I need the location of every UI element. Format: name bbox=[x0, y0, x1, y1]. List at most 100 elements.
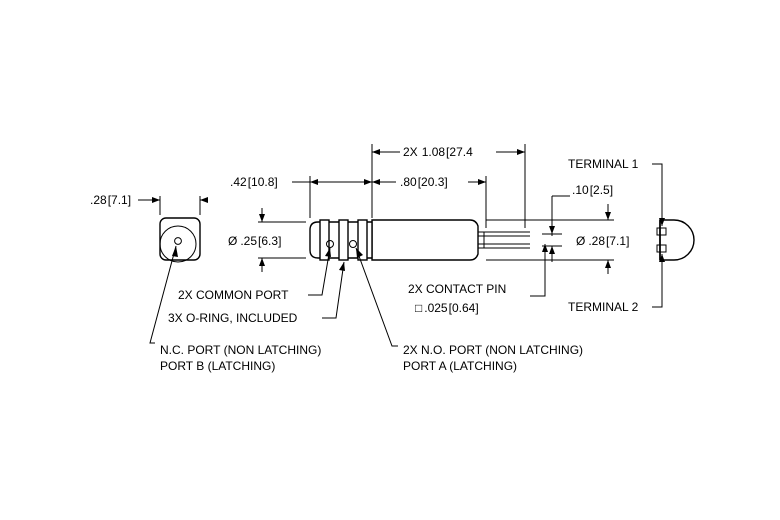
terminal-2-leader bbox=[652, 254, 663, 308]
end-view-circle bbox=[159, 225, 197, 263]
common-port-leader bbox=[308, 247, 331, 296]
pin-spacing-inch: .10 bbox=[572, 183, 589, 197]
arrowhead bbox=[259, 214, 265, 222]
arrowhead bbox=[356, 248, 363, 258]
bracket-open: [ bbox=[418, 175, 422, 189]
no-port-hole bbox=[349, 240, 357, 248]
overall-length-prefix: 2X bbox=[403, 145, 418, 159]
end-view-left: .28[7.1] N.C. PORT (NON LATCHING) PORT B… bbox=[90, 193, 321, 373]
dim-pin-spacing: .10[2.5] bbox=[542, 183, 613, 262]
o-ring-label: 3X O-RING, INCLUDED bbox=[168, 311, 298, 325]
bracket-open: [ bbox=[248, 175, 252, 189]
arrowhead bbox=[339, 262, 345, 271]
arrowhead bbox=[200, 197, 208, 203]
common-port-hole bbox=[326, 240, 334, 248]
side-view bbox=[309, 219, 530, 261]
arrowhead bbox=[517, 149, 525, 155]
nc-port-label-line2: PORT B (LATCHING) bbox=[160, 359, 275, 373]
arrowhead bbox=[172, 246, 178, 257]
contact-pin-label: 2X CONTACT PIN bbox=[408, 282, 506, 296]
valve-body bbox=[371, 219, 479, 261]
bracket-close: ] bbox=[444, 175, 447, 189]
arrowhead bbox=[549, 226, 555, 234]
dim-head-diameter: Ø.28[7.1] bbox=[486, 204, 629, 274]
o-ring-3 bbox=[357, 219, 368, 261]
terminal-head-outline bbox=[659, 219, 695, 261]
body-diameter-inch: .25 bbox=[240, 234, 257, 248]
pin-square-inch: .025 bbox=[424, 301, 448, 315]
o-ring-1 bbox=[319, 219, 330, 261]
contact-pin-callout: 2X CONTACT PIN □.025[0.64] bbox=[408, 244, 548, 315]
diameter-symbol: Ø bbox=[228, 234, 237, 248]
port-length-dimension: .42[10.8] bbox=[230, 175, 278, 189]
head-diameter-dimension: Ø.28[7.1] bbox=[576, 234, 629, 248]
arrowhead bbox=[310, 179, 318, 185]
arrowhead bbox=[659, 218, 665, 226]
arrowhead bbox=[542, 244, 548, 252]
body-diameter-mm: 6.3 bbox=[261, 234, 278, 248]
bracket-close: ] bbox=[128, 193, 131, 207]
pin-square-dimension: □.025[0.64] bbox=[415, 301, 479, 315]
terminal-1-label: TERMINAL 1 bbox=[568, 157, 639, 171]
arrowhead bbox=[478, 179, 486, 185]
body-diameter-dimension: Ø.25[6.3] bbox=[228, 234, 281, 248]
bracket-open: [ bbox=[446, 145, 450, 159]
nc-port-label-line1: N.C. PORT (NON LATCHING) bbox=[160, 343, 321, 357]
contact-pin-leader bbox=[530, 244, 546, 297]
body-length-dimension: .80[20.3] bbox=[400, 175, 448, 189]
arrowhead bbox=[605, 260, 611, 268]
head-diameter-inch: .28 bbox=[588, 234, 605, 248]
end-view-width-inch: .28 bbox=[90, 193, 107, 207]
bracket-close: ] bbox=[475, 301, 478, 315]
arrowhead bbox=[372, 149, 380, 155]
pin-square-mm: 0.64 bbox=[452, 301, 476, 315]
arrowhead bbox=[325, 248, 331, 257]
end-view-width-dimension: .28[7.1] bbox=[90, 193, 131, 207]
terminal-1-pin bbox=[656, 227, 667, 236]
arrowhead bbox=[364, 179, 372, 185]
bracket-close: ] bbox=[626, 234, 629, 248]
pin-spacing-dimension: .10[2.5] bbox=[572, 183, 613, 197]
o-ring-2 bbox=[338, 219, 349, 261]
arrowhead bbox=[605, 212, 611, 220]
pin-spacing-mm: 2.5 bbox=[593, 183, 610, 197]
terminal-2-pin bbox=[656, 244, 667, 253]
common-port-label: 2X COMMON PORT bbox=[178, 288, 289, 302]
bracket-open: [ bbox=[449, 301, 453, 315]
body-length-inch: .80 bbox=[400, 175, 417, 189]
no-port-leader bbox=[355, 247, 398, 347]
terminal-1-leader bbox=[652, 163, 663, 226]
arrowhead bbox=[152, 197, 160, 203]
no-port-label-line1: 2X N.O. PORT (NON LATCHING) bbox=[403, 343, 583, 357]
dim-body-diameter: Ø.25[6.3] bbox=[228, 208, 306, 272]
end-view-width-mm: 7.1 bbox=[111, 193, 128, 207]
square-symbol: □ bbox=[415, 301, 422, 315]
port-length-inch: .42 bbox=[230, 175, 247, 189]
arrowhead bbox=[259, 258, 265, 266]
arrowhead bbox=[372, 179, 380, 185]
bracket-close: ] bbox=[610, 183, 613, 197]
dim-body-length: .80[20.3] bbox=[372, 175, 487, 228]
dim-port-length: .42[10.8] bbox=[230, 175, 372, 218]
arrowhead bbox=[659, 254, 665, 262]
bracket-open: [ bbox=[108, 193, 112, 207]
arrowhead bbox=[549, 246, 555, 254]
head-diameter-mm: 7.1 bbox=[609, 234, 626, 248]
overall-length-inch: 1.08 bbox=[422, 145, 446, 159]
o-ring-leader bbox=[322, 261, 345, 319]
body-length-mm: 20.3 bbox=[421, 175, 445, 189]
port-callouts: 2X COMMON PORT 3X O-RING, INCLUDED 2X N.… bbox=[168, 247, 583, 373]
nc-port-leader bbox=[149, 245, 177, 344]
bracket-open: [ bbox=[258, 234, 262, 248]
bracket-open: [ bbox=[590, 183, 594, 197]
bracket-close: ] bbox=[278, 234, 281, 248]
bracket-close: ] bbox=[274, 175, 277, 189]
end-view-right: TERMINAL 1 TERMINAL 2 bbox=[568, 157, 695, 314]
bracket-open: [ bbox=[606, 234, 610, 248]
diameter-symbol: Ø bbox=[576, 234, 585, 248]
terminal-2-label: TERMINAL 2 bbox=[568, 300, 639, 314]
end-view-outline bbox=[159, 217, 201, 261]
